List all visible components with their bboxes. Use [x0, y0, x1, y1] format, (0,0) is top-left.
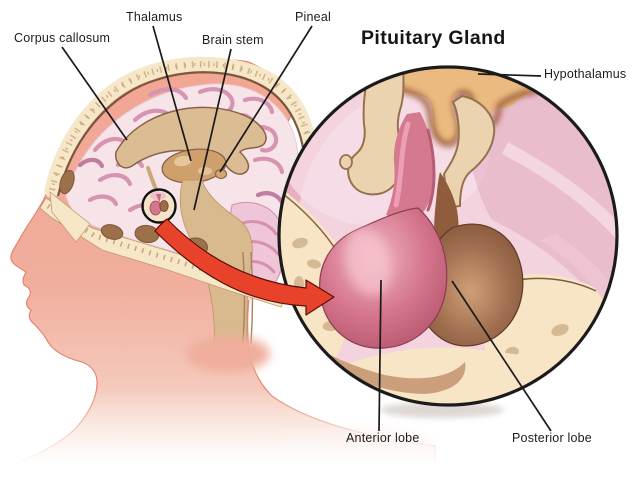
pituitary-locator [141, 188, 177, 224]
shoulder-wash [277, 430, 433, 458]
locator-anterior-lobe [149, 200, 162, 216]
anterior-lobe-highlight [344, 228, 392, 296]
magnifier-arrow [154, 218, 335, 316]
optic-chiasm-column [347, 67, 406, 196]
skull-bone-speckles-2 [50, 62, 312, 191]
leader-lines [61, 25, 552, 432]
label-brain-stem: Brain stem [202, 33, 264, 47]
orbit-bone-wedge [49, 191, 91, 243]
hypothalamus-shadow [387, 81, 537, 148]
label-thalamus: Thalamus [126, 10, 183, 24]
stalk-dark-edge [426, 128, 436, 212]
pineal-leader-line [219, 25, 313, 173]
dura-line [56, 71, 306, 197]
label-hypothalamus: Hypothalamus [544, 67, 627, 81]
brain-stem-leader-line [193, 48, 232, 211]
posterior-lobe-leader-line [451, 280, 552, 432]
diagram-title: Pituitary Gland [361, 27, 506, 49]
thalamus-highlight [174, 155, 192, 167]
hypothalamus-leader-line [477, 73, 542, 77]
inset-drop-shadow [380, 402, 504, 418]
inset-right-light-band [501, 142, 617, 250]
corpus-callosum-leader-line [61, 46, 128, 141]
spinal-cord-line [242, 251, 246, 345]
thalamus-highlight-2 [198, 167, 212, 175]
inset-circle-content [279, 67, 617, 405]
stalk-highlight [393, 121, 411, 208]
anterior-lobe-leader-line [378, 279, 382, 432]
locator-posterior-lobe [159, 200, 169, 212]
pituitary-stalk-posterior [434, 172, 459, 244]
label-corpus-callosum: Corpus callosum [14, 31, 111, 45]
inset-ring [277, 65, 619, 407]
optic-chiasm-nub [339, 154, 353, 170]
locator-stalk [156, 194, 161, 203]
sella-shadow-sweep [292, 332, 466, 394]
stem-fade [186, 336, 270, 372]
label-posterior-lobe: Posterior lobe [512, 431, 592, 445]
label-anterior-lobe: Anterior lobe [346, 431, 420, 445]
label-pineal: Pineal [295, 10, 331, 24]
locator-ring [141, 188, 177, 224]
thalamus-leader-line [152, 25, 192, 162]
